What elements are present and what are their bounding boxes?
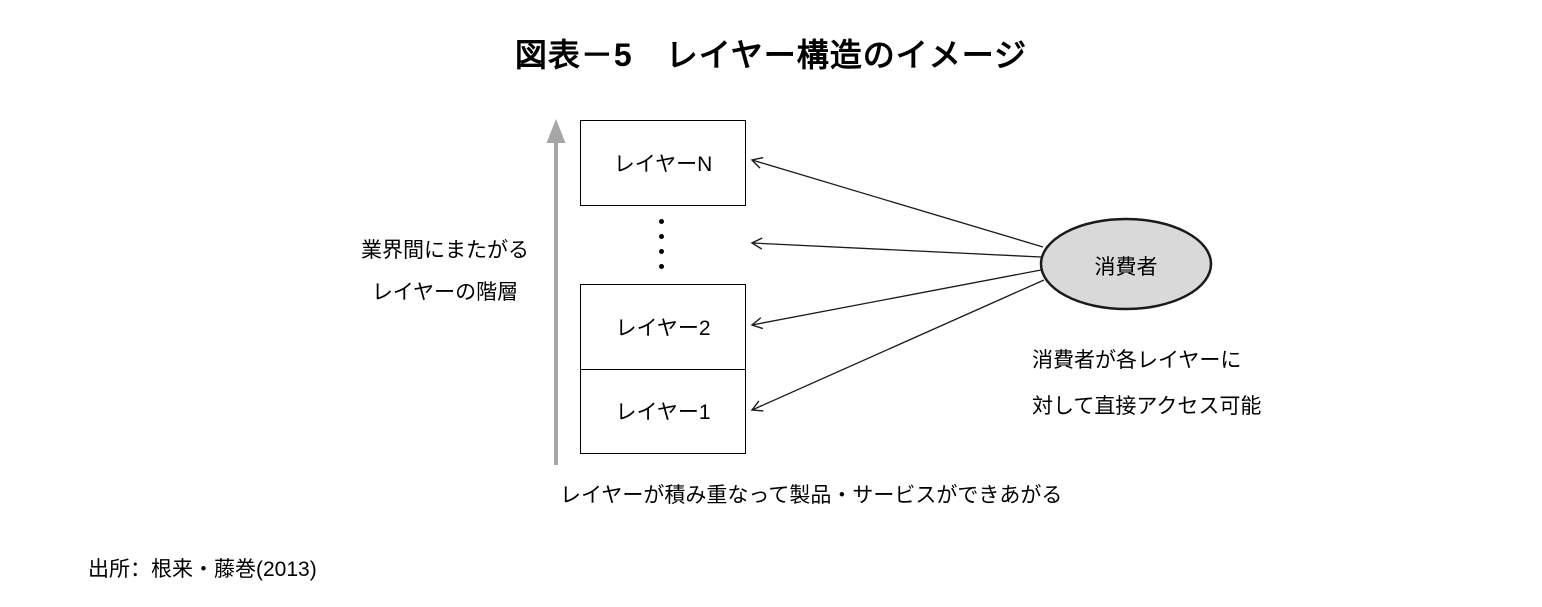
- arrow-consumer-to-middle-layers: [750, 237, 1042, 258]
- consumer-label: 消費者: [1094, 256, 1158, 279]
- hierarchy-annotation: 業界間にまたがる レイヤーの階層: [345, 230, 545, 314]
- layer-n-box: レイヤーN: [580, 120, 746, 206]
- stacking-caption: レイヤーが積み重なって製品・サービスができあがる: [560, 484, 1063, 507]
- access-caption-line2: 対して直接アクセス可能: [1032, 395, 1262, 418]
- access-caption: 消費者が各レイヤーに 対して直接アクセス可能: [1032, 338, 1261, 430]
- hierarchy-axis-arrowhead-icon: [546, 119, 566, 143]
- layer-n-label: レイヤーN: [613, 153, 713, 176]
- layer-1-label: レイヤー1: [615, 401, 711, 424]
- hierarchy-annotation-line2: レイヤーの階層: [371, 281, 519, 304]
- vertical-ellipsis-icon: [659, 219, 664, 269]
- access-caption-line1: 消費者が各レイヤーに: [1032, 349, 1242, 372]
- figure-title: 図表－5 レイヤー構造のイメージ: [514, 37, 1028, 73]
- layer-2-box: レイヤー2: [580, 284, 746, 370]
- source-note: 出所：根来・藤巻(2013): [88, 558, 317, 581]
- arrow-consumer-to-layer-1: [750, 279, 1045, 412]
- layer-2-label: レイヤー2: [615, 317, 711, 340]
- hierarchy-annotation-line1: 業界間にまたがる: [361, 239, 529, 262]
- arrow-consumer-to-layer-2: [750, 269, 1042, 330]
- layer-1-box: レイヤー1: [580, 368, 746, 454]
- arrow-consumer-to-layer-n: [750, 156, 1044, 248]
